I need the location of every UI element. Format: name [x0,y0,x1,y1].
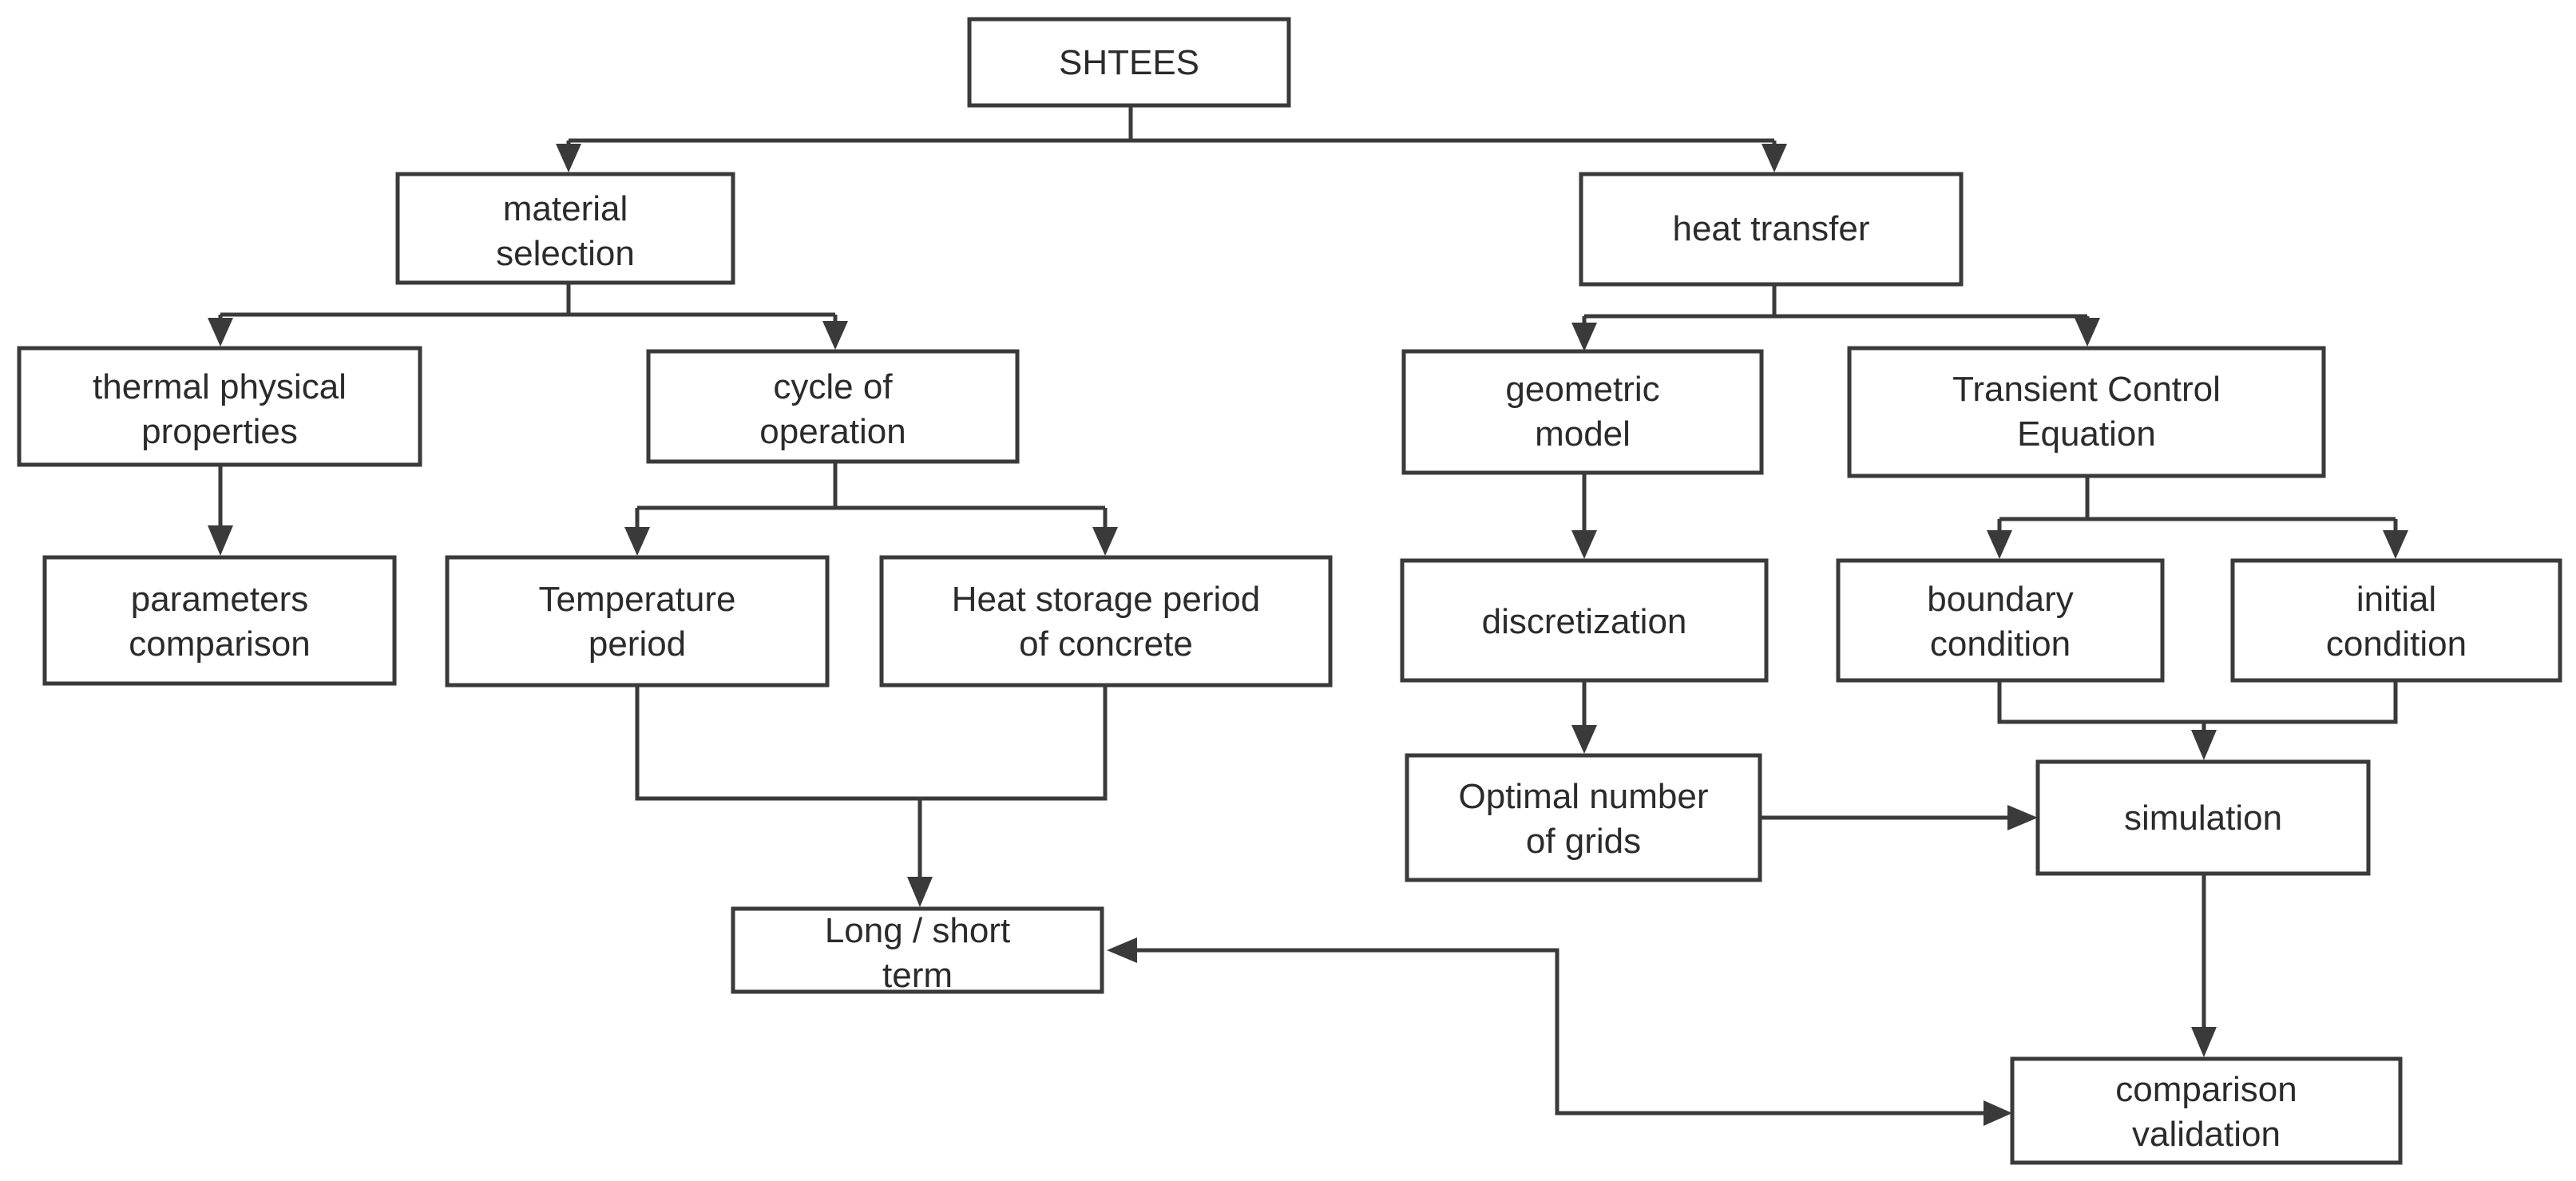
box-cycle-of-operation: cycle of operation [646,349,1020,464]
box-heat-storage-period: Heat storage period of concrete [879,555,1333,688]
label-heat-storage-line1: Heat storage period [952,580,1260,619]
box-temperature-period: Temperature period [445,555,830,688]
connectors [208,105,2408,1126]
label-shtees-line1: SHTEES [1059,43,1199,82]
label-thermal-physical-line2: properties [141,412,298,451]
edge-long-short-validation-link [1126,948,1991,1116]
arrowhead-validation-left [1984,1100,2012,1126]
arrowhead-discretization [1571,530,1597,559]
box-shtees: SHTEES [967,17,1291,108]
box-transient-control-equation: Transient Control Equation [1847,346,2326,478]
arrowhead-long-short-left [1107,937,1137,963]
box-material-selection: material selection [395,172,735,285]
box-thermal-physical-properties: thermal physical properties [17,346,422,467]
label-parameters-line1: parameters [131,580,309,619]
label-parameters-line2: comparison [129,624,310,664]
edge-material-split [220,283,835,317]
arrowhead-material-selection [556,144,581,172]
label-cycle-line1: cycle of [773,367,893,406]
label-long-short-line1: Long / short [825,911,1010,950]
edge-heat-transfer-split [1584,284,2087,319]
arrowhead-thermal-physical [208,318,233,347]
edge-cycle-split [637,462,1105,510]
arrowhead-simulation-left [2007,805,2038,830]
box-parameters-comparison: parameters comparison [42,555,397,686]
label-material-selection-line2: selection [496,234,635,273]
arrowhead-long-short [907,877,933,907]
label-simulation-line1: simulation [2124,799,2282,838]
edge-transient-split [1999,476,2396,521]
arrowhead-validation-top [2191,1027,2217,1057]
arrowhead-geometric [1571,323,1597,351]
label-boundary-line2: condition [1930,624,2071,664]
arrowhead-boundary [1987,530,2012,559]
label-geometric-line2: model [1535,414,1631,454]
box-comparison-validation: comparison validation [2010,1056,2403,1165]
label-validation-line1: comparison [2115,1070,2297,1109]
label-boundary-line1: boundary [1927,580,2073,619]
arrowhead-transient [2075,318,2100,347]
arrowhead-temperature [624,527,650,556]
box-discretization: discretization [1400,558,1769,683]
label-initial-line1: initial [2356,580,2436,619]
label-temperature-line1: Temperature [538,580,735,619]
arrowhead-parameters [208,525,233,556]
box-heat-transfer: heat transfer [1579,172,1964,287]
box-simulation: simulation [2035,759,2371,876]
label-cycle-line2: operation [759,412,906,451]
arrowhead-initial [2383,530,2408,559]
label-discretization-line1: discretization [1482,602,1687,641]
label-initial-line2: condition [2326,624,2467,664]
label-thermal-physical-line1: thermal physical [93,367,347,406]
box-initial-condition: initial condition [2230,558,2562,683]
box-long-short-term: Long / short term [731,906,1104,995]
label-validation-line2: validation [2132,1115,2281,1154]
arrowhead-grids [1571,725,1597,754]
label-transient-line1: Transient Control [1952,370,2221,409]
label-temperature-line2: period [589,624,686,664]
arrowhead-simulation-top [2191,730,2217,760]
label-geometric-line1: geometric [1505,370,1659,409]
edge-shtees-split [569,105,1774,143]
box-geometric-model: geometric model [1401,349,1764,475]
box-optimal-number-of-grids: Optimal number of grids [1405,753,1762,882]
edge-merge-to-long-short [635,685,1108,886]
box-boundary-condition: boundary condition [1836,558,2165,683]
label-grids-line2: of grids [1526,822,1641,861]
label-grids-line1: Optimal number [1458,777,1708,816]
label-material-selection-line1: material [503,189,628,228]
label-heat-storage-line2: of concrete [1019,624,1193,664]
arrowhead-heat-transfer [1762,144,1787,172]
label-heat-transfer-line1: heat transfer [1672,209,1869,248]
arrowhead-cycle [822,321,848,350]
arrowhead-heat-storage [1092,527,1118,556]
label-long-short-line2: term [882,956,953,995]
label-transient-line2: Equation [2017,414,2156,454]
